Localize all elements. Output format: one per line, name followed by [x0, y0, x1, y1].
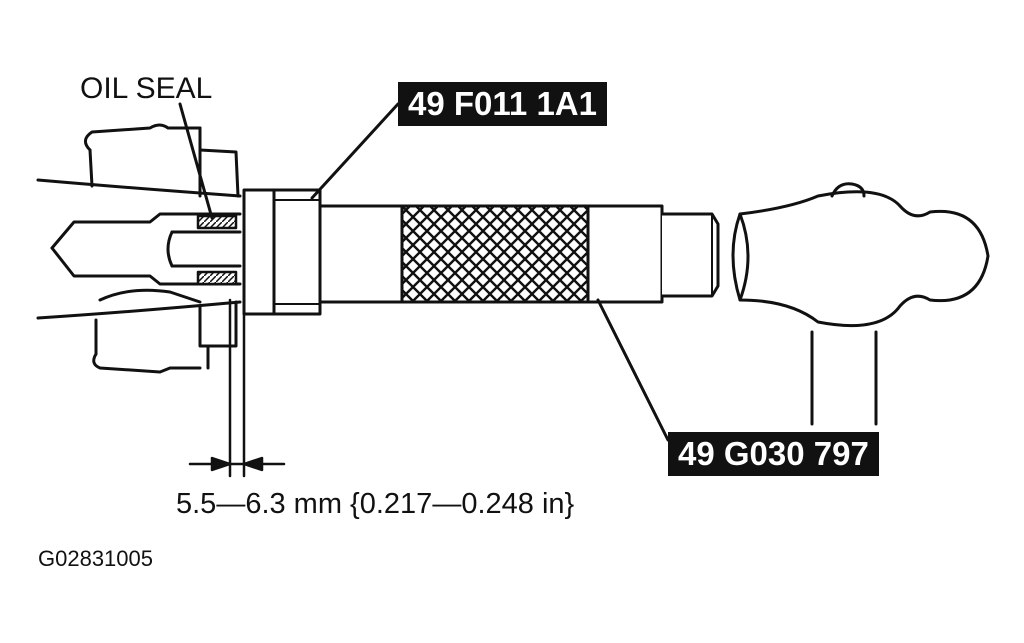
installer-leader: [310, 102, 400, 200]
oil-seal-lower: [196, 270, 238, 286]
installer-handle-shaft: [318, 204, 720, 304]
transmission-housing-upper: [36, 123, 242, 198]
dimension-marker: [188, 298, 286, 478]
hammer: [731, 182, 990, 426]
handle-tool-number: 49 G030 797: [668, 432, 879, 476]
output-shaft: [50, 212, 242, 286]
installer-tool-number: 49 F011 1A1: [398, 82, 607, 126]
figure-code: G02831005: [38, 546, 153, 571]
oil-seal-label: OIL SEAL: [80, 72, 213, 105]
transmission-housing-lower: [36, 288, 242, 374]
oil-seal-upper: [196, 214, 238, 230]
oil-seal-leader: [178, 102, 214, 220]
handle-leader: [596, 298, 670, 442]
seal-installer-tool: [242, 188, 322, 316]
dimension-label: 5.5—6.3 mm {0.217—0.248 in}: [176, 488, 575, 520]
